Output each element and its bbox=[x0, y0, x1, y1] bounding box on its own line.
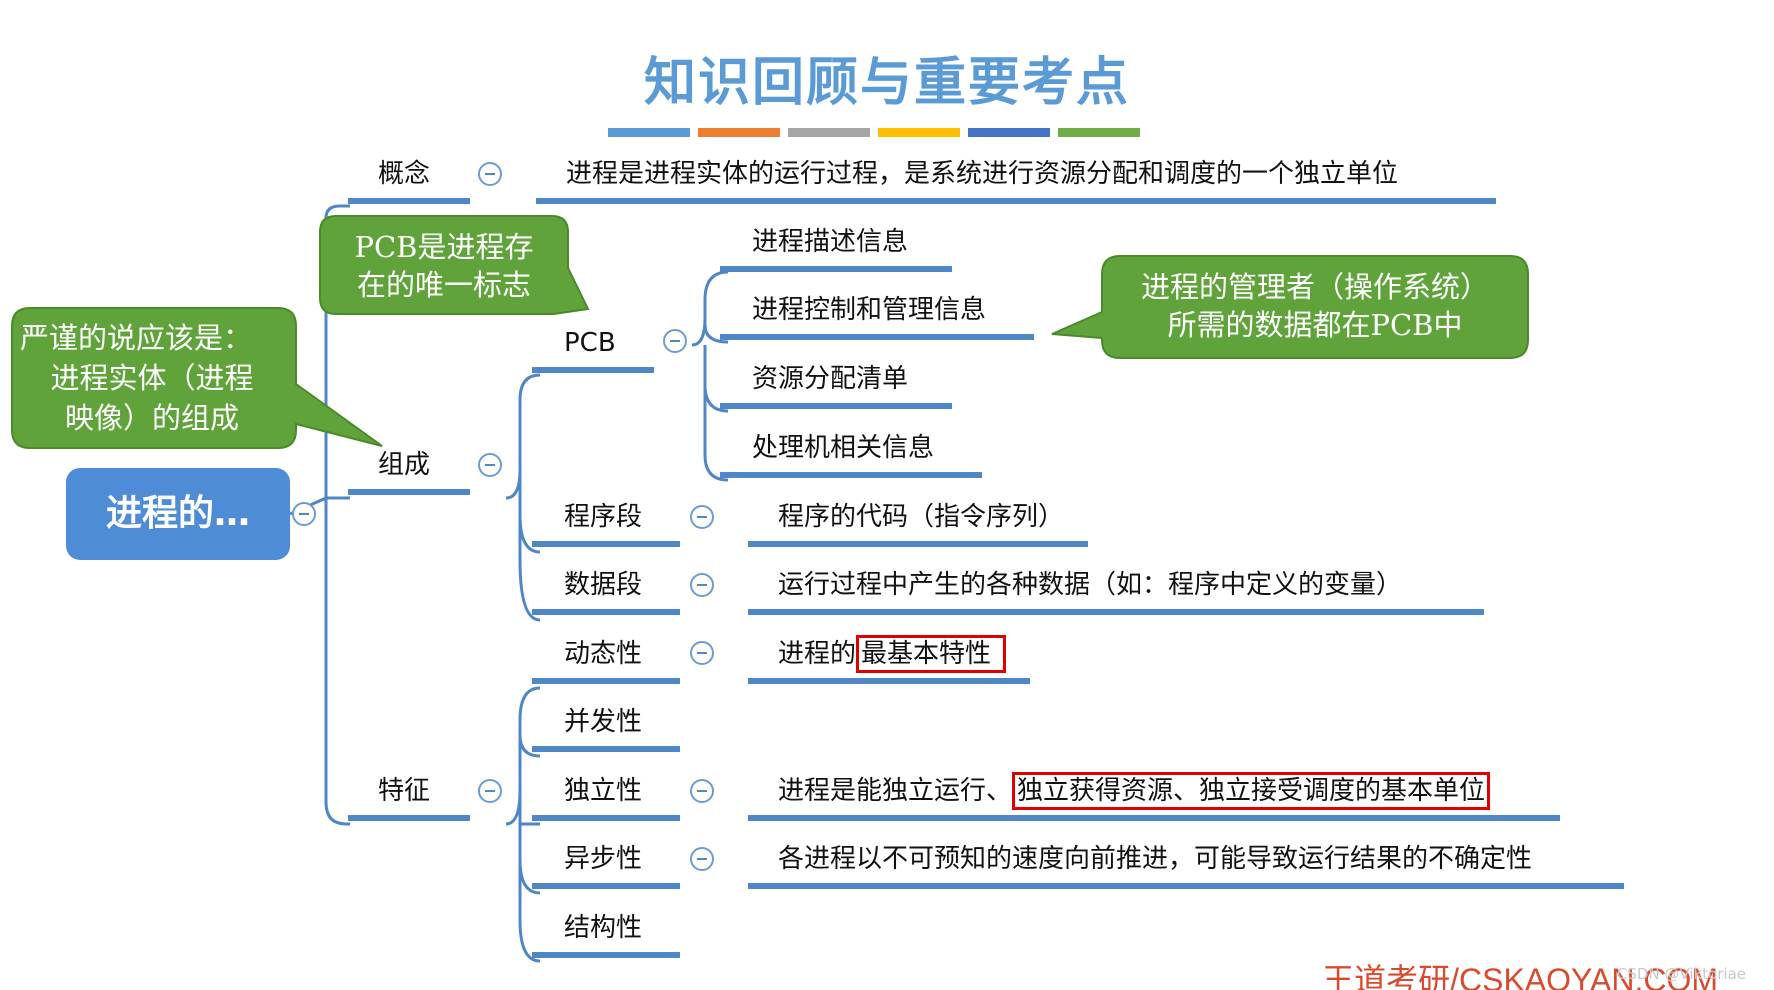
dynamic-collapse-icon[interactable] bbox=[690, 641, 714, 665]
branch-composition-underline bbox=[348, 489, 470, 495]
program-segment-collapse-icon[interactable] bbox=[690, 505, 714, 529]
callout-manager-line-2: 所需的数据都在PCB中 bbox=[1167, 308, 1463, 342]
independent-underline bbox=[532, 815, 680, 821]
dynamic-underline bbox=[532, 678, 680, 684]
title-bar-yellow bbox=[878, 128, 960, 137]
concurrent-label: 并发性 bbox=[564, 707, 643, 737]
callout-manager-line-1: 进程的管理者（操作系统） bbox=[1140, 270, 1489, 304]
pcb-item-3-underline bbox=[720, 403, 952, 409]
features-collapse-icon[interactable] bbox=[478, 779, 502, 803]
pcb-item-1: 进程描述信息 bbox=[752, 227, 909, 257]
independent-highlight-box: 独立获得资源、独立接受调度的基本单位 bbox=[1012, 772, 1491, 810]
data-segment-detail: 运行过程中产生的各种数据（如：程序中定义的变量） bbox=[778, 570, 1403, 600]
title-bar-navy bbox=[968, 128, 1050, 137]
pcb-item-2: 进程控制和管理信息 bbox=[752, 295, 987, 325]
independent-collapse-icon[interactable] bbox=[690, 779, 714, 803]
root-collapse-icon[interactable] bbox=[292, 502, 316, 526]
structural-underline bbox=[532, 952, 680, 958]
pcb-item-3: 资源分配清单 bbox=[752, 364, 909, 394]
dynamic-label: 动态性 bbox=[564, 639, 643, 669]
branch-features-underline bbox=[348, 815, 470, 821]
program-segment-detail: 程序的代码（指令序列） bbox=[778, 502, 1065, 532]
title-bar-green bbox=[1058, 128, 1140, 137]
data-segment-label: 数据段 bbox=[564, 570, 643, 600]
data-segment-collapse-icon[interactable] bbox=[690, 573, 714, 597]
pcb-underline bbox=[532, 367, 654, 373]
pcb-label: PCB bbox=[564, 328, 616, 358]
callout-strict-line-2: 进程实体（进程 bbox=[50, 361, 254, 395]
program-segment-detail-underline bbox=[748, 541, 1088, 547]
callout-strict-text: 严谨的说应该是： 进程实体（进程 映像）的组成 bbox=[20, 318, 284, 438]
pcb-item-2-underline bbox=[720, 334, 1034, 340]
asynchronous-detail-underline bbox=[748, 883, 1624, 889]
concept-detail: 进程是进程实体的运行过程，是系统进行资源分配和调度的一个独立单位 bbox=[566, 159, 1399, 189]
branch-composition-label: 组成 bbox=[378, 450, 431, 480]
dynamic-highlight-box: 最基本特性 bbox=[856, 635, 1007, 673]
watermark: CSDN @Viktoriae bbox=[1616, 965, 1746, 983]
composition-collapse-icon[interactable] bbox=[478, 453, 502, 477]
title-bar-orange bbox=[698, 128, 780, 137]
independent-detail-underline bbox=[748, 815, 1560, 821]
dynamic-detail: 进程的最基本特性 bbox=[778, 635, 1007, 673]
callout-strict-line-3: 映像）的组成 bbox=[64, 401, 239, 435]
root-node[interactable]: 进程的… bbox=[66, 468, 290, 560]
callout-pcb-text: PCB是进程存 在的唯一标志 bbox=[320, 228, 568, 304]
pcb-collapse-icon[interactable] bbox=[663, 329, 687, 353]
program-segment-underline bbox=[532, 541, 680, 547]
callout-pcb-bubble bbox=[319, 215, 590, 315]
title-bar-blue bbox=[608, 128, 690, 137]
callout-strict-line-1: 严谨的说应该是： bbox=[20, 321, 253, 355]
data-segment-underline bbox=[532, 609, 680, 615]
asynchronous-detail: 各进程以不可预知的速度向前推进，可能导致运行结果的不确定性 bbox=[778, 844, 1533, 874]
dynamic-detail-underline bbox=[748, 678, 1030, 684]
slide-title: 知识回顾与重要考点 bbox=[643, 52, 1130, 113]
pcb-item-1-underline bbox=[720, 266, 952, 272]
independent-detail: 进程是能独立运行、独立获得资源、独立接受调度的基本单位 bbox=[778, 772, 1491, 810]
asynchronous-label: 异步性 bbox=[564, 844, 643, 874]
branch-features-label: 特征 bbox=[378, 776, 431, 806]
pcb-item-4-underline bbox=[720, 472, 982, 478]
asynchronous-collapse-icon[interactable] bbox=[690, 847, 714, 871]
pcb-item-4: 处理机相关信息 bbox=[752, 433, 935, 463]
footer-brand: 王道考研/CSKAOYAN.COM bbox=[1322, 962, 1718, 990]
callout-manager-bubble bbox=[1051, 255, 1529, 359]
callout-strict-bubble bbox=[11, 307, 383, 449]
callout-pcb-line-1: PCB是进程存 bbox=[354, 230, 534, 264]
asynchronous-underline bbox=[532, 883, 680, 889]
concept-detail-underline bbox=[536, 198, 1496, 204]
data-segment-detail-underline bbox=[748, 609, 1484, 615]
branch-concept-label: 概念 bbox=[378, 159, 431, 189]
independent-detail-prefix: 进程是能独立运行、 bbox=[778, 776, 1013, 806]
concept-collapse-icon[interactable] bbox=[478, 162, 502, 186]
title-bar-gray bbox=[788, 128, 870, 137]
callout-manager-text: 进程的管理者（操作系统） 所需的数据都在PCB中 bbox=[1102, 268, 1528, 344]
structural-label: 结构性 bbox=[564, 913, 643, 943]
dynamic-detail-prefix: 进程的 bbox=[778, 639, 857, 669]
concurrent-underline bbox=[532, 746, 680, 752]
program-segment-label: 程序段 bbox=[564, 502, 643, 532]
callout-pcb-line-2: 在的唯一标志 bbox=[356, 268, 531, 302]
independent-label: 独立性 bbox=[564, 776, 643, 806]
branch-concept-underline bbox=[348, 198, 470, 204]
